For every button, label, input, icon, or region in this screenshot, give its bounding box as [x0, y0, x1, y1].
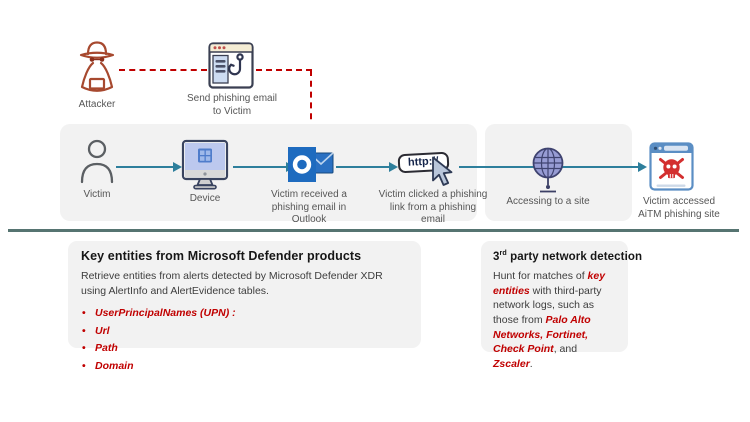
link-click-label: Victim clicked a phishing link from a ph… — [378, 189, 488, 225]
device-label: Device — [189, 193, 221, 204]
third-party-panel-title: 3rd party network detection — [493, 249, 642, 263]
text-segment: . — [529, 357, 533, 370]
send-phishing-label: Send phishing email to Victim — [186, 93, 278, 117]
third-party-panel-body: Hunt for matches of key entities with th… — [493, 269, 617, 372]
globe-icon — [530, 146, 566, 196]
text-segment: rd — [499, 249, 507, 257]
key-entity-bullet: Domain — [81, 359, 408, 374]
victim-person-icon — [79, 139, 115, 185]
device-monitor-icon — [181, 139, 229, 191]
highlight-red-text: Zscaler — [493, 357, 530, 370]
outlook-step-label: Victim received a phishing email in Outl… — [271, 189, 347, 225]
section-divider-line — [8, 229, 739, 232]
attacker-to-email-dashed-line — [119, 69, 207, 71]
skull-browser-icon — [649, 142, 695, 192]
victim-label: Victim — [83, 189, 111, 200]
key-entity-bullet: UserPrincipalNames (UPN) : — [81, 306, 408, 321]
attacker-spy-icon — [72, 38, 122, 96]
text-segment: with third-party network logs, such as t… — [493, 284, 602, 326]
accessing-site-label: Accessing to a site — [506, 196, 590, 207]
outlook-to-link-arrow — [336, 162, 398, 172]
device-to-outlook-arrow — [233, 162, 295, 172]
victim-to-device-arrow — [116, 162, 182, 172]
text-segment: , and — [553, 343, 578, 356]
highlight-red-text: Palo Alto Networks, Fortinet, Check Poin… — [493, 313, 591, 356]
text-segment: Hunt for matches of — [493, 269, 588, 282]
outlook-envelope-icon — [288, 146, 334, 186]
defender-entities-panel: Key entities from Microsoft Defender pro… — [68, 241, 421, 374]
key-entities-list: UserPrincipalNames (UPN) : UrlPathDomain — [81, 306, 408, 373]
text-segment: party network detection — [506, 250, 643, 263]
email-to-outlook-dashed-line-v — [310, 70, 312, 130]
key-entity-bullet: Url — [81, 324, 408, 339]
third-party-panel: 3rd party network detection Hunt for mat… — [481, 241, 642, 370]
text-segment: 3 — [493, 250, 500, 263]
key-entity-bullet: Path — [81, 341, 408, 356]
attacker-label: Attacker — [78, 99, 116, 110]
email-to-outlook-dashed-line-h — [256, 69, 312, 71]
defender-panel-body: Retrieve entities from alerts detected b… — [81, 270, 383, 297]
defender-panel-title: Key entities from Microsoft Defender pro… — [81, 249, 362, 263]
highlight-red-text: key entities — [493, 269, 606, 297]
aitm-site-label: Victim accessed AiTM phishing site — [638, 196, 720, 220]
cursor-icon — [430, 156, 456, 189]
phishing-browser-hook-icon — [208, 42, 254, 90]
